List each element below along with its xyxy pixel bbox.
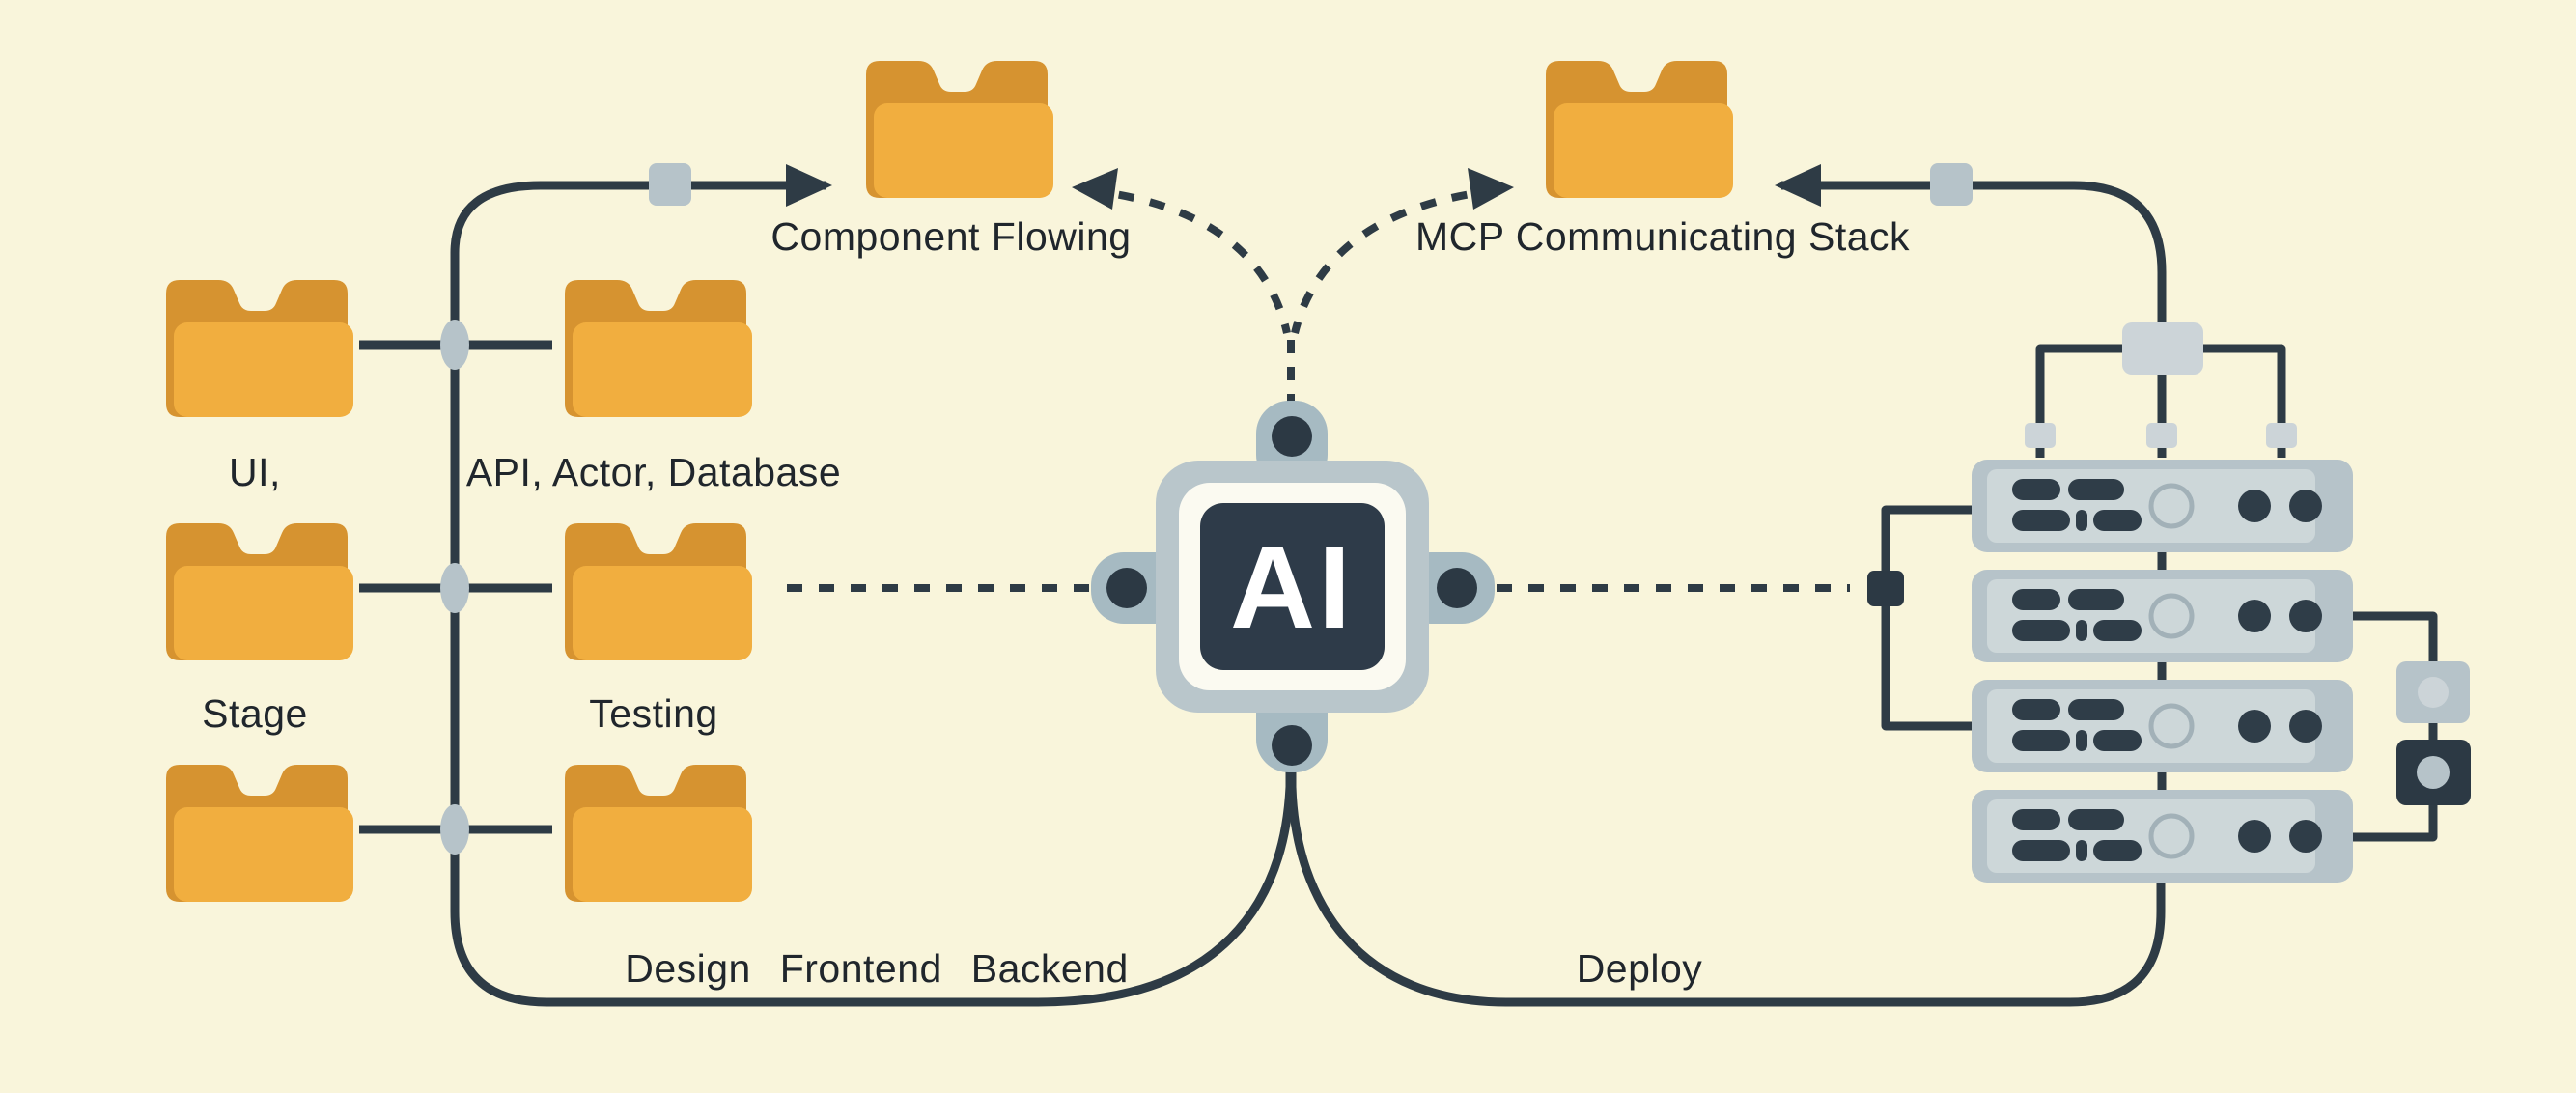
connector-oval-icon xyxy=(440,804,469,855)
dashed-arrowhead-mcp-icon xyxy=(1468,168,1514,210)
server-unit xyxy=(1972,460,2353,552)
chip-pin-dot xyxy=(1106,568,1147,608)
folder-icon xyxy=(166,765,353,902)
connector-square-icon xyxy=(2266,423,2297,448)
folder-icon xyxy=(166,523,353,660)
mcp-to-rack-line xyxy=(1781,181,2167,322)
dashed-arrowhead-component-icon xyxy=(1072,168,1118,210)
rack-left-loop-line xyxy=(1881,505,1974,731)
chip-to-rack-bottom-line xyxy=(1287,761,2166,1007)
chip-pin-dot xyxy=(1272,416,1312,457)
row2-right-label: Testing xyxy=(589,691,718,736)
folder-icon xyxy=(565,765,752,902)
rack-hub-connector-icon xyxy=(2122,322,2203,375)
folder-icon xyxy=(166,280,353,417)
connector-nodes xyxy=(440,163,2471,855)
folder-icon xyxy=(1546,61,1733,198)
ai-chip-label: AI xyxy=(1230,521,1354,653)
spine-to-chip-line xyxy=(450,181,1295,1007)
row2-left-label: Stage xyxy=(202,691,308,736)
chip-to-mcp-dashed-curve xyxy=(1291,186,1499,334)
server-unit xyxy=(1972,570,2353,662)
dark-connector-square-icon xyxy=(1867,571,1904,606)
ai-chip-icon xyxy=(1091,401,1495,772)
folder-icon xyxy=(565,280,752,417)
dark-port-connector-icon xyxy=(2396,740,2471,805)
connector-square-icon xyxy=(1930,163,1973,206)
mcp-folder-label: MCP Communicating Stack xyxy=(1414,214,1911,259)
chip-pin-dot xyxy=(1272,725,1312,766)
chip-to-component-dashed-curve xyxy=(1086,186,1291,334)
solid-flow-line xyxy=(359,181,2438,1007)
connector-square-icon xyxy=(2025,423,2056,448)
folder-icon xyxy=(866,61,1053,198)
bottom-left-label: Design Frontend Backend xyxy=(625,946,1129,991)
server-unit xyxy=(1972,680,2353,772)
dashed-flow-line xyxy=(787,186,1850,592)
row1-left-label: UI, xyxy=(229,450,281,494)
connector-oval-icon xyxy=(440,563,469,613)
chip-pin-dot xyxy=(1437,568,1477,608)
chip-core xyxy=(1200,503,1385,670)
arrowhead-icon xyxy=(786,164,1821,210)
row1-right-label: API, Actor, Database xyxy=(465,450,842,494)
arrowhead-into-component-icon xyxy=(786,164,832,207)
connector-square-icon xyxy=(2146,423,2177,448)
bottom-right-label: Deploy xyxy=(1576,946,1703,991)
light-port-connector-icon xyxy=(2396,661,2470,723)
server-unit xyxy=(1972,790,2353,883)
arrowhead-into-mcp-icon xyxy=(1775,164,1821,207)
rack-right-loop-line xyxy=(2351,611,2438,842)
component-folder-label: Component Flowing xyxy=(770,214,1132,259)
connector-oval-icon xyxy=(440,320,469,370)
connector-square-icon xyxy=(649,163,691,206)
folder-icon xyxy=(565,523,752,660)
